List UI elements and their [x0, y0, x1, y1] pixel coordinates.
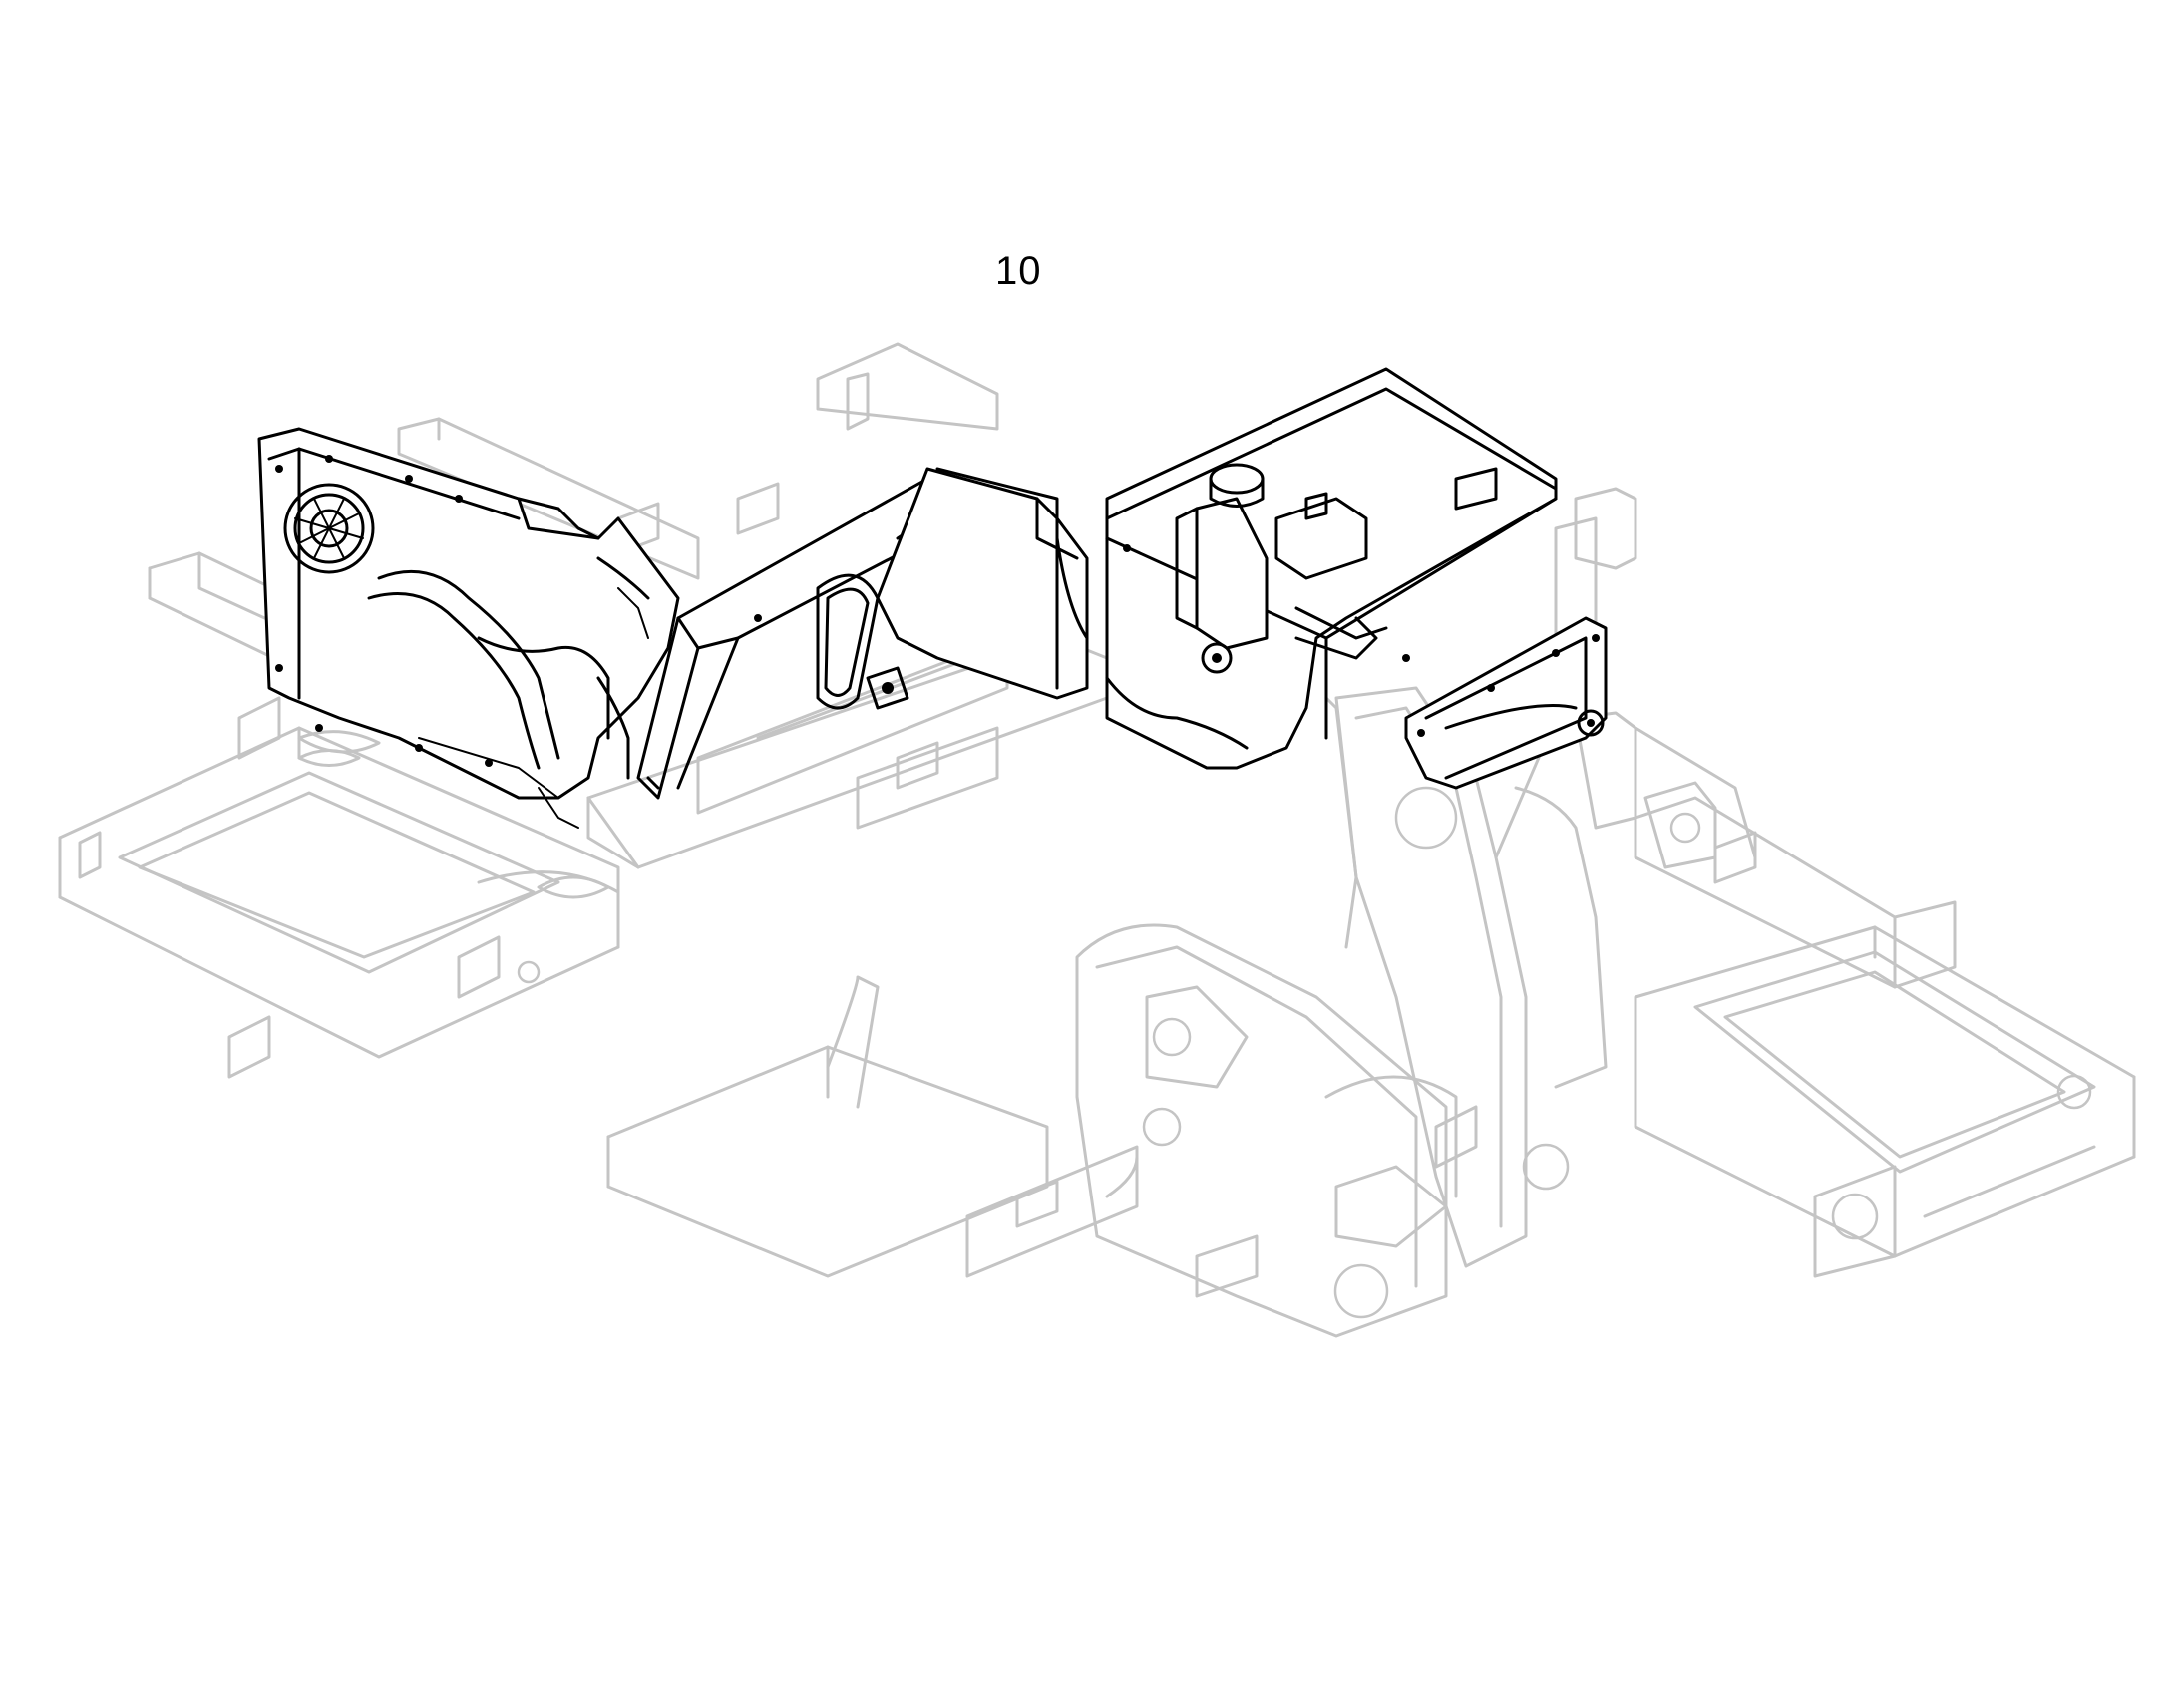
cover-panel	[876, 467, 1089, 700]
undercarriage-frame	[58, 342, 2136, 1338]
support-bracket	[636, 477, 969, 800]
right-lateral-beam	[1634, 796, 1957, 989]
lower-cross-member	[606, 975, 1139, 1278]
side-access-panel	[1404, 616, 1608, 790]
left-outrigger-platform	[58, 726, 620, 1079]
hydraulic-tank	[1105, 367, 1558, 770]
boom-mount	[1075, 923, 1458, 1338]
callout-label: 10	[995, 249, 1042, 293]
highlighted-assembly	[257, 367, 1608, 829]
radiator-panel	[257, 427, 680, 829]
right-outrigger-platform	[1634, 925, 2136, 1278]
